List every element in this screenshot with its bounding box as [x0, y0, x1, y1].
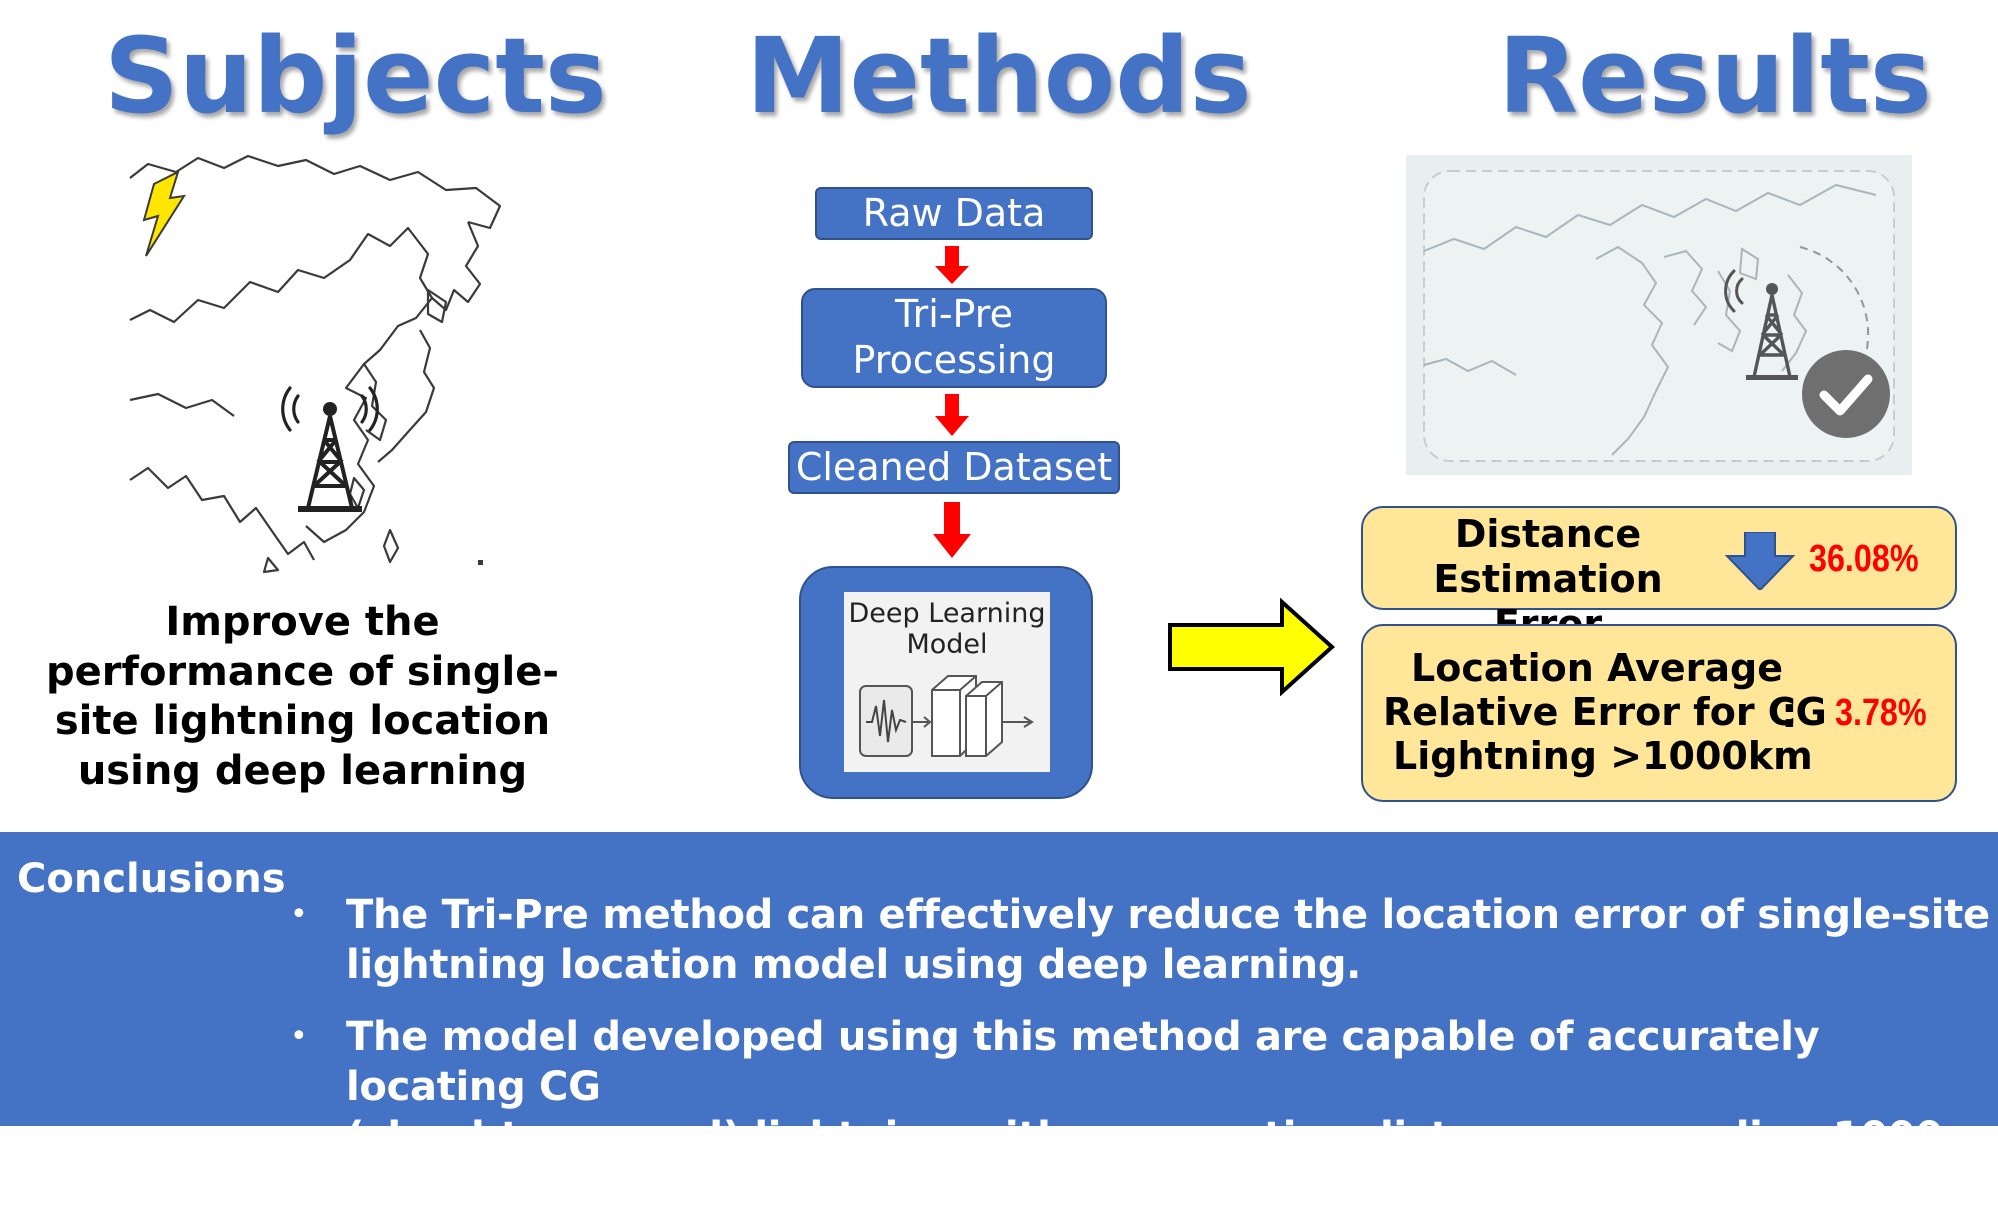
- results-tower-icon: [1724, 269, 1798, 380]
- heading-results: Results: [1498, 15, 1932, 137]
- model-card: Deep Learning Model: [844, 592, 1050, 772]
- faint-coastline: [1423, 183, 1877, 252]
- faint-coastline: [1717, 270, 1742, 353]
- flow-label-tri-pre: Tri-Pre: [895, 292, 1013, 337]
- conclusion-line: lightning location model using deep lear…: [346, 942, 1362, 988]
- subject-line: Improve the: [165, 599, 440, 645]
- distance-value: 36.08%: [1809, 538, 1919, 580]
- results-map-illustration: [1406, 155, 1912, 475]
- flow-box-deep-learning: Deep Learning Model: [799, 566, 1093, 799]
- conclusion-line: The Tri-Pre method can effectively reduc…: [346, 892, 1990, 938]
- flow-arrow-2: [935, 394, 969, 436]
- neural-network-icon: [859, 675, 1034, 757]
- faint-coastline: [1781, 274, 1808, 372]
- flow-label-cleaned-dataset: Cleaned Dataset: [795, 444, 1113, 489]
- conclusions-panel: Conclusions • The Tri-Pre method can eff…: [0, 832, 1998, 1210]
- check-circle-icon: [1802, 350, 1890, 438]
- location-label-colon: :: [1781, 688, 1798, 737]
- big-yellow-arrow: [1168, 598, 1335, 696]
- location-label-line1: Location Average: [1411, 646, 1784, 690]
- flow-box-raw-data: Raw Data: [815, 187, 1093, 240]
- conclusion-text: The Tri-Pre method can effectively reduc…: [346, 890, 1996, 990]
- island-south: [262, 556, 280, 574]
- faint-coastline: [1595, 245, 1670, 456]
- model-label-line: Model: [906, 629, 988, 661]
- model-card-title: Deep Learning Model: [844, 598, 1050, 660]
- conclusions-title: Conclusions: [17, 856, 286, 902]
- heading-methods: Methods: [746, 15, 1252, 137]
- conclusion-text: The model developed using this method ar…: [346, 1012, 1996, 1212]
- faint-coastline: [1738, 247, 1760, 281]
- faint-coastline: [1423, 357, 1517, 376]
- distance-label: Distance Estimation Error: [1381, 512, 1715, 646]
- island-philippines: [382, 528, 400, 564]
- radio-tower-icon: [281, 386, 379, 512]
- coastline-hokkaido: [426, 288, 448, 324]
- subject-line: site lightning location: [54, 698, 551, 745]
- flow-arrow-3: [933, 502, 971, 558]
- flow-label-raw-data: Raw Data: [862, 190, 1046, 235]
- coastline-north: [129, 154, 502, 230]
- location-label-line3: Lightning >1000km: [1393, 734, 1813, 778]
- flow-label-processing: Processing: [852, 338, 1056, 382]
- coastline-continent: [129, 226, 434, 544]
- bullet-dot: •: [290, 897, 308, 932]
- flow-box-cleaned-dataset: Cleaned Dataset: [788, 441, 1120, 494]
- subject-line: using deep learning: [77, 747, 528, 794]
- faint-coastline: [1663, 249, 1708, 326]
- model-label-line: Deep Learning: [848, 598, 1046, 629]
- east-asia-map-illustration: [129, 154, 502, 574]
- coastline-east: [431, 221, 482, 312]
- result-box-location: Location Average Relative Error for CG :…: [1361, 624, 1957, 802]
- bullet-dot: •: [290, 1019, 308, 1054]
- conclusion-line: (cloud-to-ground) lightning with propaga…: [346, 1114, 1943, 1210]
- flow-box-tri-pre: Tri-Pre Processing: [801, 288, 1107, 388]
- result-box-distance: Distance Estimation Error 36.08%: [1361, 506, 1957, 646]
- distance-label-line: Distance: [1454, 512, 1642, 556]
- subject-line: performance of single-: [46, 648, 559, 695]
- lightning-bolt-icon: [142, 170, 187, 257]
- heading-subjects: Subjects: [104, 15, 607, 137]
- location-value: 3.78%: [1835, 692, 1927, 734]
- island-dot: [478, 560, 483, 565]
- subject-description: Improve the performance of single- site …: [40, 598, 565, 796]
- location-label-line2: Relative Error for CG: [1383, 690, 1827, 734]
- inland-border: [129, 392, 235, 417]
- coastline-korea: [363, 363, 388, 442]
- coastline-south: [129, 466, 315, 561]
- conclusion-line: The model developed using this method ar…: [346, 1014, 1820, 1110]
- down-arrow-icon: [1725, 532, 1795, 590]
- flow-arrow-1: [935, 246, 969, 284]
- coastline-japan: [377, 329, 436, 463]
